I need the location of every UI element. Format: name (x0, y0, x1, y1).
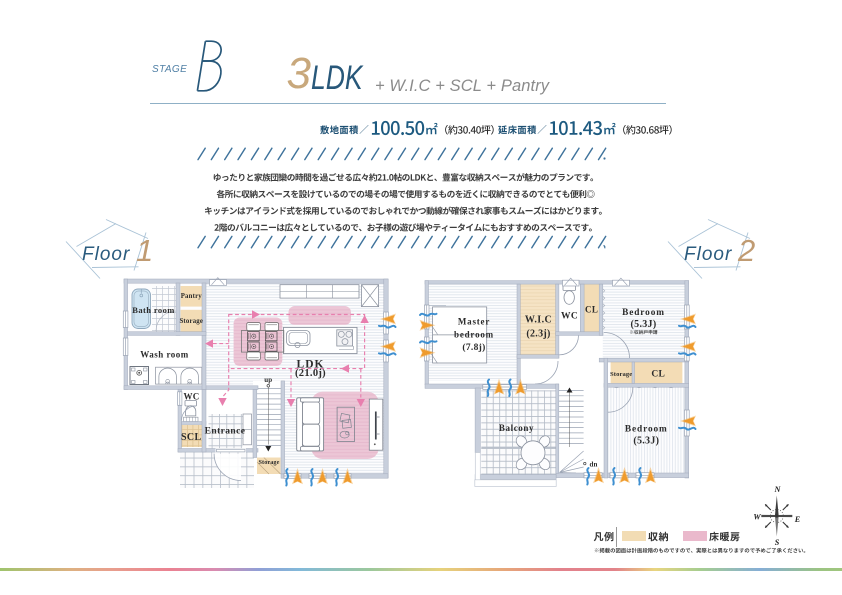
svg-text:Storage: Storage (259, 459, 280, 466)
svg-text:bedroom: bedroom (454, 330, 494, 340)
svg-text:CL: CL (651, 370, 665, 380)
svg-text:Bath room: Bath room (132, 305, 174, 315)
svg-text:up: up (264, 376, 272, 384)
svg-text:(5.3J): (5.3J) (631, 319, 657, 330)
svg-text:E: E (794, 515, 801, 524)
svg-text:SCL: SCL (181, 432, 202, 443)
svg-text:Master: Master (458, 317, 490, 327)
svg-text:Balcony: Balcony (499, 423, 534, 433)
svg-text:Wash room: Wash room (140, 349, 189, 359)
svg-text:Storage: Storage (610, 371, 632, 378)
svg-text:(7.8j): (7.8j) (462, 342, 485, 353)
svg-text:LDK: LDK (297, 358, 325, 370)
svg-text:S: S (775, 538, 780, 547)
svg-text:(2.3j): (2.3j) (526, 329, 550, 340)
svg-text:Storage: Storage (179, 318, 203, 325)
svg-text:(5.3J): (5.3J) (633, 436, 659, 447)
svg-text:Bedroom: Bedroom (625, 424, 668, 434)
svg-text:Pantry: Pantry (181, 293, 203, 300)
svg-text:dn: dn (590, 460, 598, 468)
svg-text:Bedroom: Bedroom (622, 308, 665, 318)
svg-text:W: W (753, 513, 761, 522)
svg-text:Entrance: Entrance (205, 427, 246, 437)
svg-text:(21.0j): (21.0j) (295, 368, 326, 379)
svg-text:WC: WC (183, 392, 199, 402)
svg-text:WC: WC (561, 312, 578, 322)
svg-text:N: N (774, 485, 782, 494)
svg-text:W.I.C: W.I.C (525, 315, 552, 326)
svg-text:CL: CL (585, 305, 598, 315)
